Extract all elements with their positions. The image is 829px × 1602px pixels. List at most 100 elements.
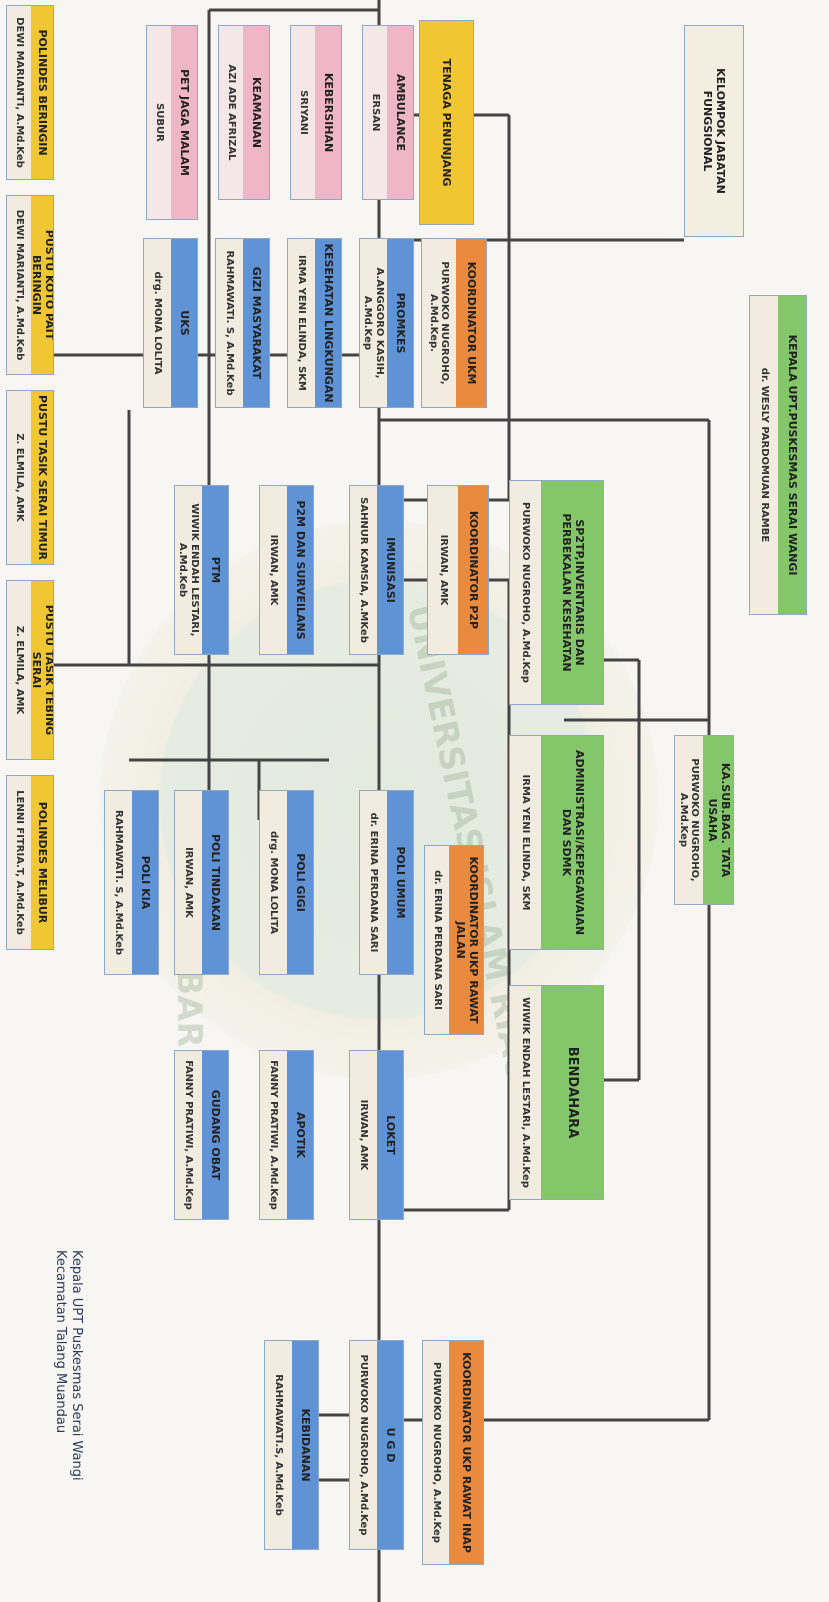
signature-line-2: Kecamatan Talang Muandau — [52, 1250, 68, 1434]
polindes-melibur-box: POLINDES MELIBUR LENNI FITRIA.T, A.Md.Ke… — [6, 775, 54, 950]
gudang-name: FANNY PRATIWI, A.Md.Kep — [175, 1051, 202, 1219]
ukp-jalan-name: dr. ERINA PERDANA SARI — [425, 846, 449, 1034]
gudang-obat-box: GUDANG OBAT FANNY PRATIWI, A.Md.Kep — [174, 1050, 229, 1220]
petjaga-title: PET JAGA MALAM — [171, 26, 197, 219]
poli-umum-box: POLI UMUM dr. ERINA PERDANA SARI — [359, 790, 414, 975]
polindes-beringin-box: POLINDES BERINGIN DEWI MARIANTI, A.Md.Ke… — [6, 5, 54, 180]
uks-name: drg. MONA LOLITA — [144, 239, 171, 407]
kesling-name: IRMA YENI ELINDA, SKM — [288, 239, 315, 407]
kebersihan-box: KEBERSIHAN SRIYANI — [290, 25, 342, 200]
p2m-box: P2M DAN SURVEILANS IRWAN, AMK — [259, 485, 314, 655]
admin-name: IRMA YENI ELINDA, SKM — [510, 736, 541, 949]
ukp-inap-name: PURWOKO NUGROHO, A.Md.Kep — [423, 1341, 449, 1564]
kebidanan-name: RAHMAWATI.S, A.Md.Keb — [265, 1341, 292, 1549]
koordinator-ukp-inap-box: KOORDINATOR UKP RAWAT INAP PURWOKO NUGRO… — [422, 1340, 484, 1565]
koordinator-p2p-box: KOORDINATOR P2P IRWAN, AMK — [427, 485, 489, 655]
tata-usaha-title: KA.SUB.BAG. TATA USAHA — [703, 736, 733, 904]
poli-gigi-name: drg. MONA LOLITA — [260, 791, 287, 974]
ukp-inap-title: KOORDINATOR UKP RAWAT INAP — [449, 1341, 483, 1564]
imunisasi-title: IMUNISASI — [377, 486, 403, 654]
uks-title: UKS — [171, 239, 197, 407]
ptm-name: WIWIK ENDAH LESTARI, A.Md.Keb — [175, 486, 202, 654]
gizi-box: GIZI MASYARAKAT RAHMAWATI. S, A.Md.Keb — [215, 238, 270, 408]
pustu-tebing-title: PUSTU TASIK TEBING SERAI — [30, 581, 54, 759]
pustu-koto-box: PUSTU KOTO PAIT BERINGIN DEWI MARIANTI, … — [6, 195, 54, 375]
poli-tindakan-title: POLI TINDAKAN — [202, 791, 228, 974]
ambulance-title: AMBULANCE — [387, 26, 413, 199]
signature-block: Kepala UPT Puskesmas Serai Wangi Kecamat… — [52, 1250, 84, 1550]
koordinator-ukp-jalan-box: KOORDINATOR UKP RAWAT JALAN dr. ERINA PE… — [424, 845, 484, 1035]
loket-title: LOKET — [377, 1051, 403, 1219]
poli-umum-name: dr. ERINA PERDANA SARI — [360, 791, 387, 974]
tata-usaha-name: PURWOKO NUGROHO, A.Md.Kep — [675, 736, 703, 904]
signature-line-1: Kepala UPT Puskesmas Serai Wangi — [69, 1250, 84, 1481]
ptm-title: PTM — [202, 486, 228, 654]
sp2tp-box: SP2TP,INVENTARIS DAN PERBEKALAN KESEHATA… — [509, 480, 604, 705]
kesling-title: KESEHATAN LINGKUNGAN — [315, 239, 341, 407]
poli-tindakan-box: POLI TINDAKAN IRWAN, AMK — [174, 790, 229, 975]
uks-box: UKS drg. MONA LOLITA — [143, 238, 198, 408]
apotik-title: APOTIK — [287, 1051, 313, 1219]
apotik-box: APOTIK FANNY PRATIWI, A.Md.Kep — [259, 1050, 314, 1220]
petjaga-name: SUBUR — [147, 26, 171, 219]
admin-box: ADMINISTRASI/KEPEGAWAIAN DAN SDMK IRMA Y… — [509, 735, 604, 950]
petjaga-box: PET JAGA MALAM SUBUR — [146, 25, 198, 220]
p2m-title: P2M DAN SURVEILANS — [287, 486, 313, 654]
promkes-name: A.ANGGORO KASIH, A.Md.Kep — [360, 239, 387, 407]
poli-kia-name: RAHMAWATI. S, A.Md.Keb — [105, 791, 132, 974]
ugd-title: U G D — [377, 1341, 403, 1549]
promkes-title: PROMKES — [387, 239, 413, 407]
keamanan-name: AZI ADE AFRIZAL — [219, 26, 243, 199]
pustu-koto-title: PUSTU KOTO PAIT BERINGIN — [30, 196, 54, 374]
polindes-melibur-name: LENNI FITRIA.T, A.Md.Keb — [7, 776, 31, 949]
pustu-koto-name: DEWI MARIANTI, A.Md.Keb — [7, 196, 31, 374]
kebersihan-name: SRIYANI — [291, 26, 315, 199]
ambulance-name: ERSAN — [363, 26, 387, 199]
pustu-tebing-box: PUSTU TASIK TEBING SERAI Z. ELMILA, AMK — [6, 580, 54, 760]
ukp-jalan-title: KOORDINATOR UKP RAWAT JALAN — [449, 846, 483, 1034]
poli-gigi-title: POLI GIGI — [287, 791, 313, 974]
poli-gigi-box: POLI GIGI drg. MONA LOLITA — [259, 790, 314, 975]
gizi-title: GIZI MASYARAKAT — [243, 239, 269, 407]
kepala-box: KEPALA UPT.PUSKESMAS SERAI WANGI dr. WES… — [749, 295, 807, 615]
promkes-box: PROMKES A.ANGGORO KASIH, A.Md.Kep — [359, 238, 414, 408]
koordinator-ukm-box: KOORDINATOR UKM PURWOKO NUGROHO, A.Md.Ke… — [421, 238, 487, 408]
kepala-title: KEPALA UPT.PUSKESMAS SERAI WANGI — [778, 296, 806, 614]
polindes-melibur-title: POLINDES MELIBUR — [31, 776, 53, 949]
imunisasi-box: IMUNISASI SAHNUR KAMSIA, A.MKeb — [349, 485, 404, 655]
p2p-title: KOORDINATOR P2P — [458, 486, 488, 654]
poli-kia-box: POLI KIA RAHMAWATI. S, A.Md.Keb — [104, 790, 159, 975]
keamanan-title: KEAMANAN — [243, 26, 269, 199]
ptm-box: PTM WIWIK ENDAH LESTARI, A.Md.Keb — [174, 485, 229, 655]
ambulance-box: AMBULANCE ERSAN — [362, 25, 414, 200]
loket-box: LOKET IRWAN, AMK — [349, 1050, 404, 1220]
poli-umum-title: POLI UMUM — [387, 791, 413, 974]
pustu-timur-title: PUSTU TASIK SERAI TIMUR — [31, 391, 53, 564]
polindes-beringin-title: POLINDES BERINGIN — [31, 6, 53, 179]
polindes-beringin-name: DEWI MARIANTI, A.Md.Keb — [7, 6, 31, 179]
kebidanan-box: KEBIDANAN RAHMAWATI.S, A.Md.Keb — [264, 1340, 319, 1550]
ugd-name: PURWOKO NUGROHO, A.Md.Kep — [350, 1341, 377, 1549]
kesling-box: KESEHATAN LINGKUNGAN IRMA YENI ELINDA, S… — [287, 238, 342, 408]
pustu-timur-name: Z. ELMILA, AMK — [7, 391, 31, 564]
kebidanan-title: KEBIDANAN — [292, 1341, 318, 1549]
poli-tindakan-name: IRWAN, AMK — [175, 791, 202, 974]
tenaga-penunjang-box: TENAGA PENUNJANG — [419, 20, 474, 225]
imunisasi-name: SAHNUR KAMSIA, A.MKeb — [350, 486, 377, 654]
gudang-title: GUDANG OBAT — [202, 1051, 228, 1219]
bendahara-title: BENDAHARA — [541, 986, 603, 1199]
bendahara-box: BENDAHARA WIWIK ENDAH LESTARI, A.Md.Kep — [509, 985, 604, 1200]
ukm-name: PURWOKO NUGROHO, A.Md.Kep. — [422, 239, 456, 407]
kepala-name: dr. WESLY PARDOMUAN RAMBE — [750, 296, 778, 614]
p2p-name: IRWAN, AMK — [428, 486, 458, 654]
tata-usaha-box: KA.SUB.BAG. TATA USAHA PURWOKO NUGROHO, … — [674, 735, 734, 905]
sp2tp-title: SP2TP,INVENTARIS DAN PERBEKALAN KESEHATA… — [541, 481, 603, 704]
pustu-tebing-name: Z. ELMILA, AMK — [7, 581, 31, 759]
ukm-title: KOORDINATOR UKM — [456, 239, 486, 407]
ugd-box: U G D PURWOKO NUGROHO, A.Md.Kep — [349, 1340, 404, 1550]
kelompok-jabatan-box: KELOMPOK JABATAN FUNGSIONAL — [684, 25, 744, 237]
keamanan-box: KEAMANAN AZI ADE AFRIZAL — [218, 25, 270, 200]
apotik-name: FANNY PRATIWI, A.Md.Kep — [260, 1051, 287, 1219]
bendahara-name: WIWIK ENDAH LESTARI, A.Md.Kep — [510, 986, 541, 1199]
